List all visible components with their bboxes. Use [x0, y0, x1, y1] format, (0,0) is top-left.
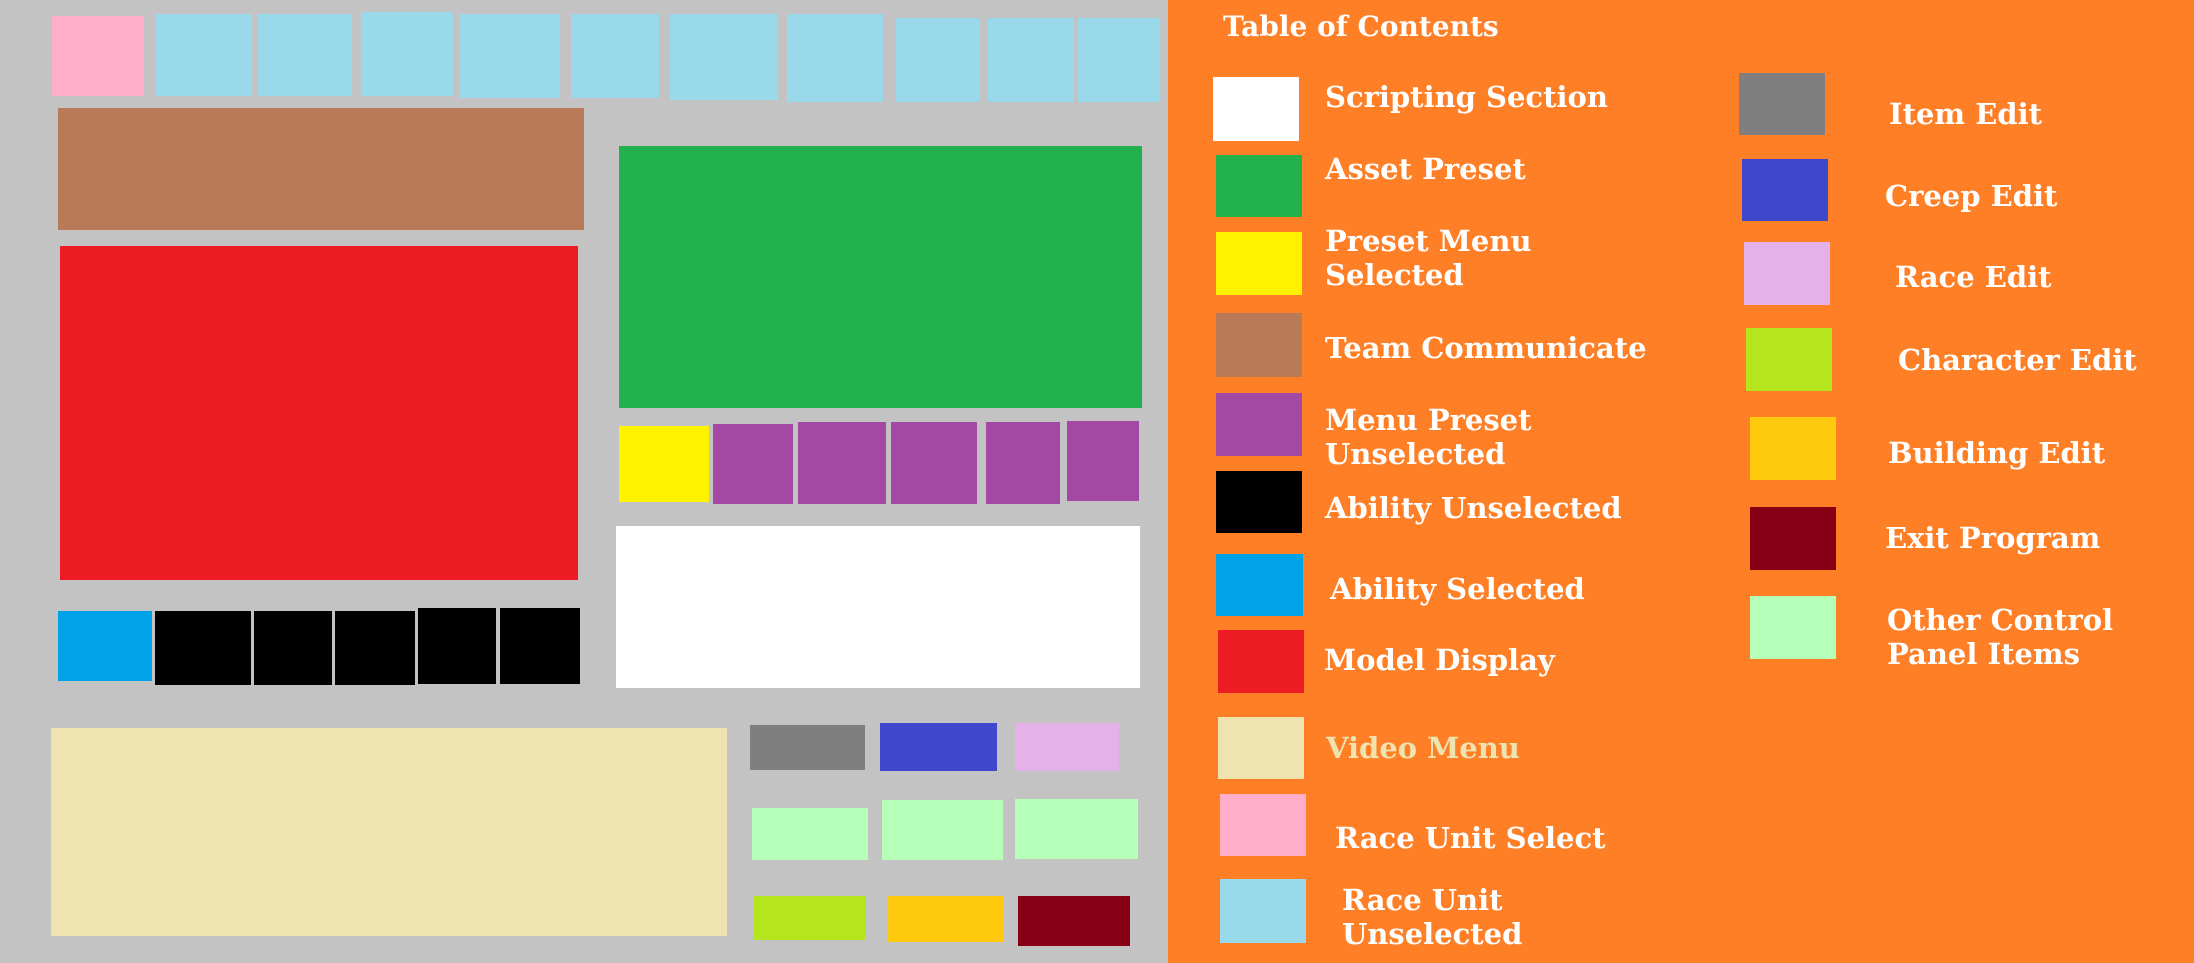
legend-label: Asset Preset: [1325, 152, 1526, 186]
menu-preset-unselected-block[interactable]: [713, 424, 793, 504]
legend-label: Menu Preset Unselected: [1325, 403, 1532, 471]
legend-swatch: [1220, 794, 1306, 856]
race-unit-unselected-block[interactable]: [156, 14, 252, 96]
team-communicate-block[interactable]: [58, 108, 584, 230]
legend-label: Scripting Section: [1325, 80, 1608, 114]
race-unit-select-block[interactable]: [52, 16, 144, 96]
menu-preset-unselected-block[interactable]: [1067, 421, 1139, 501]
legend-label: Ability Selected: [1330, 572, 1585, 606]
ability-unselected-block[interactable]: [254, 611, 332, 685]
legend-swatch: [1750, 417, 1836, 480]
legend-swatch: [1746, 328, 1832, 391]
legend-label: Race Unit Select: [1335, 821, 1606, 855]
video-menu-block[interactable]: [51, 728, 727, 936]
legend-label: Building Edit: [1888, 436, 2106, 470]
legend-swatch: [1216, 393, 1302, 456]
legend-label: Video Menu: [1326, 731, 1520, 765]
legend-swatch: [1216, 232, 1302, 295]
other-control-panel-item-block[interactable]: [1015, 799, 1138, 859]
ability-selected-block[interactable]: [58, 611, 152, 681]
menu-preset-unselected-block[interactable]: [891, 422, 977, 504]
scripting-section-block[interactable]: [616, 526, 1140, 688]
creep-edit-block[interactable]: [880, 723, 997, 771]
legend-swatch: [1750, 596, 1836, 659]
ability-unselected-block[interactable]: [500, 608, 580, 684]
legend-swatch: [1742, 159, 1828, 221]
legend-swatch: [1220, 879, 1306, 943]
legend-label: Preset Menu Selected: [1325, 224, 1532, 292]
menu-preset-unselected-block[interactable]: [986, 422, 1060, 504]
race-unit-unselected-block[interactable]: [896, 18, 980, 102]
legend-swatch: [1750, 507, 1836, 570]
legend-swatch: [1744, 242, 1830, 305]
legend-swatch: [1218, 717, 1304, 779]
race-unit-unselected-block[interactable]: [1078, 18, 1160, 102]
character-edit-block[interactable]: [754, 896, 866, 940]
legend-swatch: [1216, 155, 1302, 217]
legend-swatch: [1213, 77, 1299, 141]
exit-program-block[interactable]: [1018, 896, 1130, 946]
race-unit-unselected-block[interactable]: [460, 14, 560, 98]
legend-swatch: [1218, 630, 1304, 693]
race-unit-unselected-block[interactable]: [258, 14, 352, 96]
race-unit-unselected-block[interactable]: [361, 12, 453, 96]
legend-swatch: [1216, 471, 1302, 533]
ability-unselected-block[interactable]: [418, 608, 496, 684]
model-display-block: [60, 246, 578, 580]
race-unit-unselected-block[interactable]: [988, 18, 1074, 102]
race-unit-unselected-block[interactable]: [670, 14, 778, 100]
legend-label: Race Edit: [1895, 260, 2052, 294]
item-edit-block[interactable]: [750, 725, 865, 770]
race-edit-block[interactable]: [1015, 723, 1119, 771]
legend-label: Other Control Panel Items: [1887, 603, 2114, 671]
building-edit-block[interactable]: [887, 896, 1003, 942]
table-of-contents-panel: Table of Contents Scripting Section Asse…: [1168, 0, 2194, 963]
legend-label: Ability Unselected: [1325, 491, 1622, 525]
legend-swatch: [1739, 73, 1825, 135]
asset-preset-block[interactable]: [619, 146, 1142, 408]
legend-label: Exit Program: [1885, 521, 2101, 555]
race-unit-unselected-block[interactable]: [787, 14, 883, 102]
menu-preset-unselected-block[interactable]: [798, 422, 886, 504]
legend-label: Model Display: [1324, 643, 1555, 677]
other-control-panel-item-block[interactable]: [882, 800, 1003, 860]
legend-label: Character Edit: [1898, 343, 2137, 377]
legend-label: Race Unit Unselected: [1342, 883, 1523, 951]
ability-unselected-block[interactable]: [335, 611, 415, 685]
ability-unselected-block[interactable]: [155, 611, 251, 685]
legend-label: Item Edit: [1889, 97, 2042, 131]
legend-swatch: [1216, 554, 1303, 616]
other-control-panel-item-block[interactable]: [752, 808, 868, 860]
legend-swatch: [1216, 313, 1302, 377]
legend-title: Table of Contents: [1223, 10, 1499, 43]
preset-menu-selected-block[interactable]: [619, 426, 709, 502]
legend-label: Team Communicate: [1325, 331, 1647, 365]
race-unit-unselected-block[interactable]: [571, 14, 659, 98]
legend-label: Creep Edit: [1885, 179, 2058, 213]
